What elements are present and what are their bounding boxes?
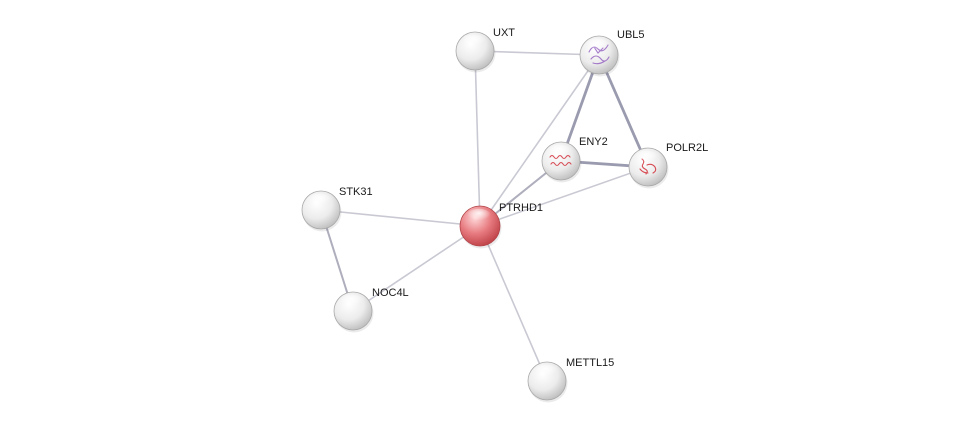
edge-uxt-ubl5[interactable] xyxy=(474,50,600,56)
node-label-stk31: STK31 xyxy=(339,186,373,198)
node-ubl5[interactable]: UBL5 xyxy=(579,29,645,77)
node-label-uxt: UXT xyxy=(493,27,515,39)
node-label-ubl5: UBL5 xyxy=(617,29,645,41)
node-shine xyxy=(466,208,492,224)
node-ptrhd1[interactable]: PTRHD1 xyxy=(459,202,543,249)
node-eny2[interactable]: ENY2 xyxy=(541,136,608,183)
edge-ubl5-ptrhd1[interactable] xyxy=(479,54,600,227)
node-mettl15[interactable]: METTL15 xyxy=(527,357,614,403)
edge-mettl15-ptrhd1[interactable] xyxy=(479,225,548,382)
edge-noc4l-ptrhd1[interactable] xyxy=(352,225,481,312)
node-polr2l[interactable]: POLR2L xyxy=(628,142,708,189)
node-shine xyxy=(635,150,659,165)
node-shine xyxy=(462,34,486,49)
node-shine xyxy=(534,364,558,379)
edge-uxt-ptrhd1[interactable] xyxy=(474,50,481,227)
node-shine xyxy=(340,294,364,309)
node-label-polr2l: POLR2L xyxy=(666,142,708,154)
node-uxt[interactable]: UXT xyxy=(455,27,515,73)
node-stk31[interactable]: STK31 xyxy=(301,186,373,232)
edge-stk31-ptrhd1[interactable] xyxy=(320,209,481,227)
node-shine xyxy=(548,144,572,159)
node-label-ptrhd1: PTRHD1 xyxy=(499,202,543,214)
node-noc4l[interactable]: NOC4L xyxy=(333,287,409,333)
node-shine xyxy=(586,38,610,53)
edge-ubl5-polr2l[interactable] xyxy=(597,53,650,169)
node-label-mettl15: METTL15 xyxy=(566,357,614,369)
node-shine xyxy=(308,193,332,208)
edge-polr2l-ptrhd1[interactable] xyxy=(479,166,649,227)
node-label-eny2: ENY2 xyxy=(579,136,608,148)
node-label-noc4l: NOC4L xyxy=(372,287,409,299)
